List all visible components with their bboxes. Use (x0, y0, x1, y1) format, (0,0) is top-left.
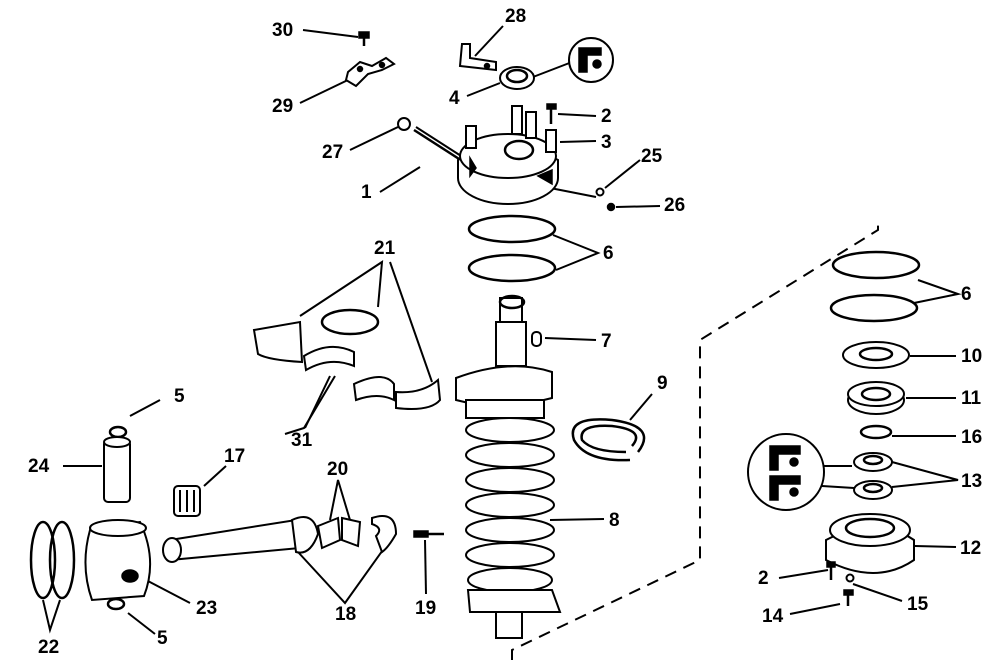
piston-pin-clip-5-upper (108, 425, 128, 439)
seals-13 (853, 452, 893, 500)
callout-24: 24 (28, 456, 50, 477)
callout-2-upper: 2 (601, 106, 612, 127)
connecting-rod-18 (162, 515, 398, 563)
callout-15: 15 (907, 594, 929, 615)
callout-22: 22 (38, 637, 59, 658)
retaining-ring-9 (571, 418, 646, 462)
callout-17: 17 (224, 446, 245, 467)
needle-bearing-halves-31 (302, 345, 395, 402)
callout-31: 31 (291, 430, 313, 451)
callout-29: 29 (272, 96, 293, 117)
assembly-reference-line (511, 218, 879, 660)
callout-6-upper: 6 (603, 243, 614, 264)
callout-30: 30 (272, 20, 293, 41)
callout-8: 8 (609, 510, 620, 531)
bracket-28 (458, 43, 497, 72)
leader-lines (42, 25, 962, 635)
callout-25: 25 (641, 146, 663, 167)
screw-30 (358, 31, 370, 46)
piston-rings-22 (29, 520, 76, 600)
gasket-plate-10 (842, 341, 910, 369)
nut-26 (606, 202, 616, 212)
upper-bearing-housing-3 (457, 105, 559, 205)
piston-pin-24 (103, 436, 131, 503)
clip-29 (344, 56, 396, 88)
lower-bearing-housing-12 (825, 513, 915, 574)
callout-13: 13 (961, 471, 982, 492)
bearing-cage-20 (316, 516, 362, 550)
callout-27: 27 (322, 142, 343, 163)
piston-pin-clip-5-lower (106, 597, 126, 611)
callout-2-lower: 2 (758, 568, 769, 589)
crankshaft-8 (455, 294, 562, 639)
rod-bolt-19 (413, 530, 444, 538)
needle-bearing-17 (173, 485, 201, 517)
piston-23 (84, 519, 152, 602)
callout-9: 9 (657, 373, 668, 394)
callout-4: 4 (449, 88, 460, 109)
callout-5-lower: 5 (157, 628, 168, 649)
o-rings-6-upper (467, 214, 557, 283)
seal-detail-inset (568, 37, 614, 83)
callout-21: 21 (374, 238, 396, 259)
callout-28: 28 (505, 6, 526, 27)
callout-19: 19 (415, 598, 436, 619)
washer-15 (845, 573, 855, 583)
callout-3: 3 (601, 132, 612, 153)
callout-11: 11 (961, 388, 982, 409)
callout-7: 7 (601, 331, 612, 352)
callout-6-right: 6 (961, 284, 972, 305)
callout-16: 16 (961, 427, 982, 448)
callout-14: 14 (762, 606, 784, 627)
callout-5-upper: 5 (174, 386, 185, 407)
callout-20: 20 (327, 459, 348, 480)
bolt-2-lower (826, 561, 836, 580)
snap-ring-16 (859, 424, 893, 440)
key-7 (531, 331, 542, 347)
callout-23: 23 (196, 598, 217, 619)
callout-18: 18 (335, 604, 356, 625)
ball-bearing-11 (847, 381, 905, 415)
callout-1: 1 (361, 182, 372, 203)
callout-12: 12 (960, 538, 981, 559)
seal-detail-inset-lower (747, 433, 825, 511)
screw-14 (843, 589, 854, 606)
washer-25 (595, 187, 605, 197)
callout-labels: 30 28 29 4 2 3 27 25 1 26 6 21 6 7 10 9 … (28, 6, 982, 658)
plug-27 (397, 117, 411, 131)
callout-26: 26 (664, 195, 685, 216)
callout-10: 10 (961, 346, 982, 367)
bearing-halves-21 (252, 308, 442, 410)
bolt-2-upper (546, 103, 557, 124)
seal-4 (499, 66, 535, 90)
o-rings-6-right (829, 250, 921, 323)
